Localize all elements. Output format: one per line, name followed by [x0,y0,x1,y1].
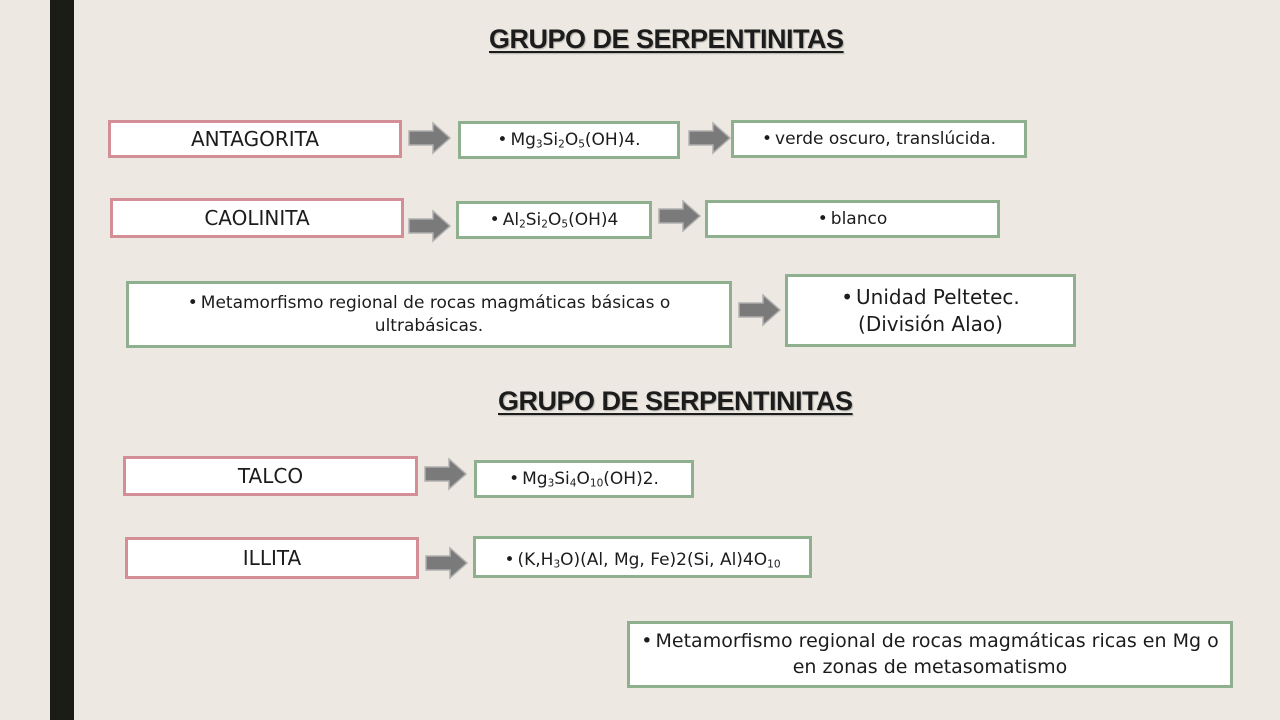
arrow-right-icon [425,546,469,580]
formula-box-antagorita: •Mg3Si2O5(OH)4. [458,121,680,159]
formula-box-talco: •Mg3Si4O10(OH)2. [474,460,694,498]
mineral-box-talco: TALCO [123,456,418,496]
arrow-right-icon [424,457,468,491]
mineral-box-caolinita: CAOLINITA [110,198,404,238]
arrow-right-icon [738,293,782,327]
mineral-name: ANTAGORITA [190,126,320,151]
description-box-antagorita: •verde oscuro, translúcida. [731,120,1027,158]
description-box-caolinita: •blanco [705,200,1000,238]
mineral-name: ILLITA [242,545,302,570]
arrow-right-icon [408,121,452,155]
origin-box-bottom: •Metamorfismo regional de rocas magmátic… [627,621,1233,688]
arrow-right-icon [408,209,452,243]
heading-top: GRUPO DE SERPENTINITAS [489,24,844,54]
bullet: • [497,129,508,150]
origin-box-top: •Metamorfismo regional de rocas magmátic… [126,281,732,348]
heading-bottom: GRUPO DE SERPENTINITAS [498,386,853,416]
location-box: •Unidad Peltetec. (División Alao) [785,274,1076,347]
mineral-name: CAOLINITA [204,205,310,230]
mineral-box-antagorita: ANTAGORITA [108,120,402,158]
side-bar [50,0,74,720]
arrow-right-icon [688,121,732,155]
mineral-name: TALCO [237,463,304,488]
arrow-right-icon [658,199,702,233]
formula-box-illita: •(K,H3O)(Al, Mg, Fe)2(Si, Al)4O10 [473,536,812,578]
formula-box-caolinita: •Al2Si2O5(OH)4 [456,201,652,239]
mineral-box-illita: ILLITA [125,537,419,579]
